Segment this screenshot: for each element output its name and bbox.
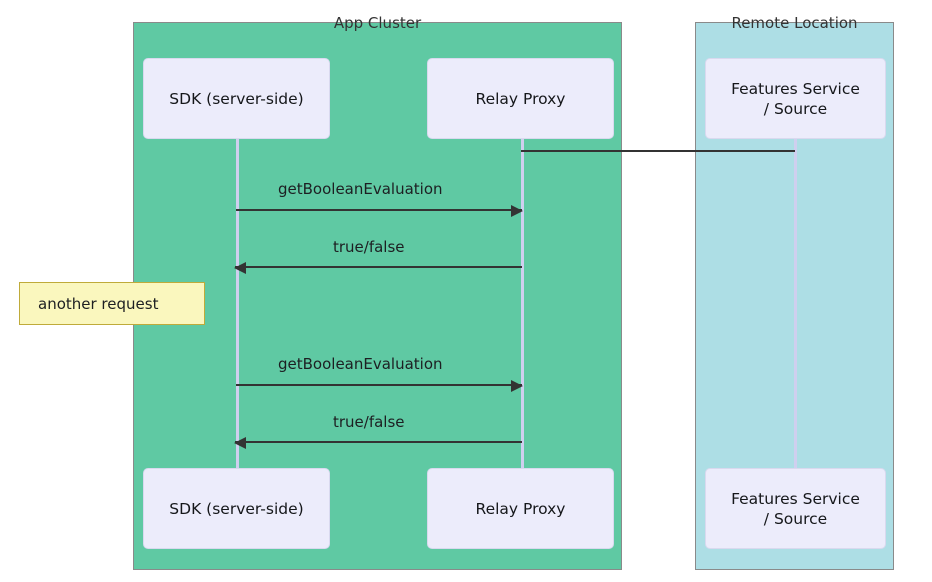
participant-relay-proxy-top-label: Relay Proxy xyxy=(475,89,566,108)
message-true-false-2 xyxy=(234,437,522,449)
message-relay-to-features-connection xyxy=(521,150,795,152)
participant-relay-proxy-top[interactable]: Relay Proxy xyxy=(427,58,614,139)
participant-relay-proxy-bottom-label: Relay Proxy xyxy=(475,499,566,518)
arrowhead-left-icon xyxy=(234,437,246,449)
participant-features-service-bottom[interactable]: Features Service / Source xyxy=(705,468,886,549)
participant-features-service-bottom-label: Features Service / Source xyxy=(731,489,860,528)
message-get-boolean-evaluation-1 xyxy=(236,205,523,217)
group-remote-location-label: Remote Location xyxy=(731,14,858,32)
message-true-false-1 xyxy=(234,262,522,274)
note-another-request-text: another request xyxy=(38,294,159,313)
note-another-request: another request xyxy=(19,282,205,325)
participant-features-service-top-label: Features Service / Source xyxy=(731,79,860,118)
message-label-get-boolean-evaluation-2: getBooleanEvaluation xyxy=(278,355,443,373)
participant-sdk-top[interactable]: SDK (server-side) xyxy=(143,58,330,139)
arrowhead-left-icon xyxy=(234,262,246,274)
group-app-cluster-label: App Cluster xyxy=(333,14,422,32)
message-label-get-boolean-evaluation-1: getBooleanEvaluation xyxy=(278,180,443,198)
participant-sdk-top-label: SDK (server-side) xyxy=(169,89,304,108)
lifeline-relay-proxy xyxy=(521,139,524,468)
message-label-true-false-2: true/false xyxy=(333,413,405,431)
arrowhead-right-icon xyxy=(511,205,523,217)
participant-sdk-bottom[interactable]: SDK (server-side) xyxy=(143,468,330,549)
participant-sdk-bottom-label: SDK (server-side) xyxy=(169,499,304,518)
participant-relay-proxy-bottom[interactable]: Relay Proxy xyxy=(427,468,614,549)
message-label-true-false-1: true/false xyxy=(333,238,405,256)
message-get-boolean-evaluation-2 xyxy=(236,380,523,392)
participant-features-service-top[interactable]: Features Service / Source xyxy=(705,58,886,139)
lifeline-sdk xyxy=(236,139,239,468)
lifeline-features-service xyxy=(794,139,797,468)
arrowhead-right-icon xyxy=(511,380,523,392)
